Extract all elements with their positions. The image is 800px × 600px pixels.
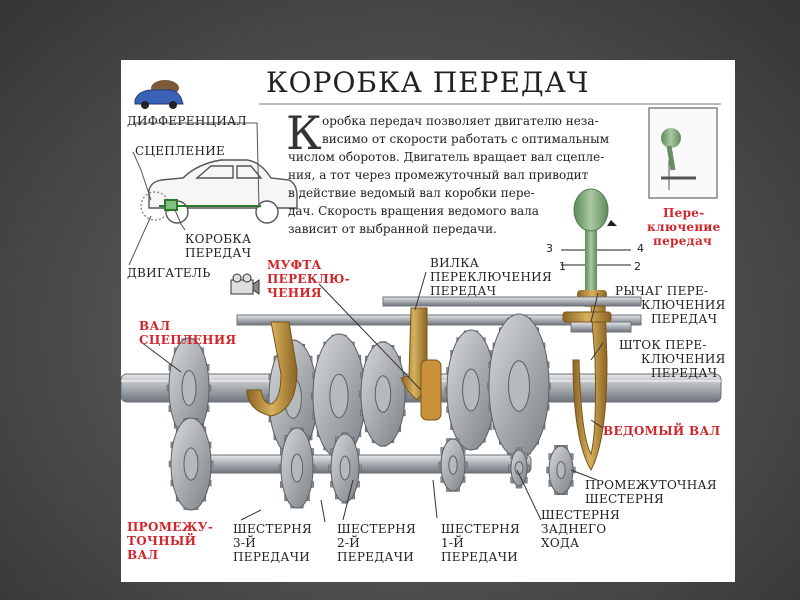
- description-line-6: дач. Скорость вращения ведомого вала: [288, 202, 539, 220]
- description-line-2: висимо от скорости работать с оптимальны…: [322, 130, 609, 148]
- label-gearbox-1: КОРОБКА: [185, 232, 251, 246]
- label-gear2-1: ШЕСТЕРНЯ: [337, 522, 416, 536]
- gear-num-2: 2: [634, 260, 641, 273]
- label-gear3-2: 3-Й: [233, 536, 256, 550]
- label-idler-2: ШЕСТЕРНЯ: [585, 492, 664, 506]
- label-input-shaft-1: ВАЛ: [139, 319, 170, 333]
- logo-car-icon: [135, 80, 183, 109]
- shift-title-1: Пере-: [663, 206, 704, 220]
- label-lever-2: КЛЮЧЕНИЯ: [641, 298, 726, 312]
- reverse-gear-main-hub: [509, 361, 530, 411]
- shift-title-3: передач: [653, 234, 712, 248]
- counter-gear-input: [169, 418, 213, 510]
- label-differential: ДИФФЕРЕНЦИАЛ: [127, 114, 247, 128]
- label-clutch: СЦЕПЛЕНИЕ: [135, 144, 225, 158]
- label-gear1-3: ПЕРЕДАЧИ: [441, 550, 518, 564]
- label-gear2-2: 2-Й: [337, 536, 360, 550]
- label-lever-3: ПЕРЕДАЧ: [651, 312, 717, 326]
- label-input-shaft-2: СЦЕПЛЕНИЯ: [139, 333, 236, 347]
- coupling-gear-hub: [330, 374, 348, 417]
- counter-gear-3-hub: [291, 454, 302, 482]
- label-gear1-1: ШЕСТЕРНЯ: [441, 522, 520, 536]
- label-reverse-1: ШЕСТЕРНЯ: [541, 508, 620, 522]
- description-line-7: зависит от выбранной передачи.: [288, 220, 497, 238]
- shift-title-2: ключение: [647, 220, 721, 234]
- label-countershaft-3: ВАЛ: [127, 548, 158, 562]
- counter-gear-2-hub: [340, 456, 350, 480]
- film-camera-icon: [231, 274, 259, 294]
- counter-gear-1-hub: [449, 456, 457, 474]
- label-rod-3: ПЕРЕДАЧ: [651, 366, 717, 380]
- label-engine: ДВИГАТЕЛЬ: [127, 266, 211, 280]
- label-coupling-2: ПЕРЕКЛЮ-: [267, 272, 350, 286]
- counter-gear-reverse-hub: [515, 462, 523, 475]
- gear-num-4: 4: [637, 242, 644, 255]
- label-idler-1: ПРОМЕЖУТОЧНАЯ: [585, 478, 717, 492]
- idler-gear-hub: [557, 462, 565, 479]
- label-rod-2: КЛЮЧЕНИЯ: [641, 352, 726, 366]
- label-gear2-3: ПЕРЕДАЧИ: [337, 550, 414, 564]
- label-countershaft-1: ПРОМЕЖУ-: [127, 520, 213, 534]
- label-gear3-3: ПЕРЕДАЧИ: [233, 550, 310, 564]
- reverse-gear-main: [488, 314, 551, 458]
- description-line-3: числом оборотов. Двигатель вращает вал с…: [288, 148, 604, 166]
- car-outline-diagram: [141, 160, 297, 223]
- label-lever-1: РЫЧАГ ПЕРЕ-: [615, 284, 708, 298]
- label-reverse-2: ЗАДНЕГО: [541, 522, 606, 536]
- counter-gear-reverse: [508, 448, 529, 488]
- second-gear-main: [359, 342, 407, 447]
- label-coupling-3: ЧЕНИЯ: [267, 286, 322, 300]
- gear-num-1: 1: [559, 260, 566, 273]
- description-line-1: оробка передач позволяет двигателю неза-: [322, 112, 599, 130]
- label-coupling-1: МУФТА: [267, 258, 322, 272]
- label-rod-1: ШТОК ПЕРЕ-: [619, 338, 707, 352]
- label-reverse-3: ХОДА: [541, 536, 579, 550]
- gear-num-3: 3: [546, 242, 553, 255]
- description-line-5: в действие ведомый вал коробки пере-: [288, 184, 535, 202]
- label-gearbox-2: ПЕРЕДАЧ: [185, 246, 251, 260]
- label-gear1-2: 1-Й: [441, 536, 464, 550]
- label-gear3-1: ШЕСТЕРНЯ: [233, 522, 312, 536]
- second-gear-main-hub: [375, 376, 390, 412]
- first-gear-main-hub: [463, 369, 480, 411]
- label-fork-3: ПЕРЕДАЧ: [430, 284, 496, 298]
- description-line-4: ния, а тот через промежуточный вал приво…: [288, 166, 588, 184]
- shift-box-icon: [649, 108, 717, 198]
- label-output-shaft: ВЕДОМЫЙ ВАЛ: [603, 424, 720, 438]
- label-fork-1: ВИЛКА: [430, 256, 479, 270]
- input-gear-hub: [182, 371, 196, 406]
- label-countershaft-2: ТОЧНЫЙ: [127, 534, 196, 548]
- counter-gear-input-hub: [184, 448, 198, 480]
- label-fork-2: ПЕРЕКЛЮЧЕНИЯ: [430, 270, 552, 284]
